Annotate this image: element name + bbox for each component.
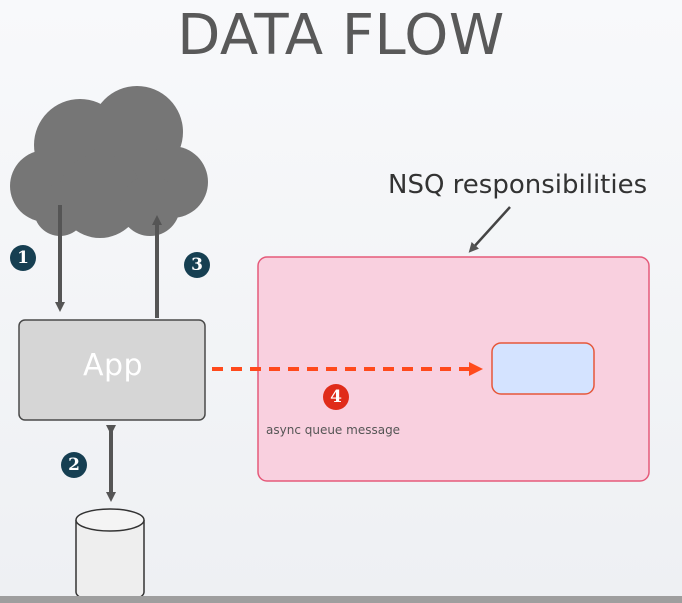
nsq-responsibilities-label: NSQ responsibilities [388, 170, 648, 200]
async-queue-label: async queue message [266, 423, 401, 437]
app-label: App [82, 348, 144, 383]
nsq-pointer-arrow [468, 206, 511, 253]
page-title: DATA FLOW [177, 3, 505, 68]
step-4-badge: 4 [323, 384, 349, 410]
queue-target-box [491, 342, 595, 395]
step-3-badge: 3 [184, 252, 210, 278]
step-2-badge: 2 [61, 452, 87, 478]
bottom-strip [0, 596, 682, 603]
database-cylinder-icon [75, 508, 145, 603]
app-box [18, 319, 206, 421]
cloud-icon [10, 86, 208, 238]
step-1-badge: 1 [10, 245, 36, 271]
